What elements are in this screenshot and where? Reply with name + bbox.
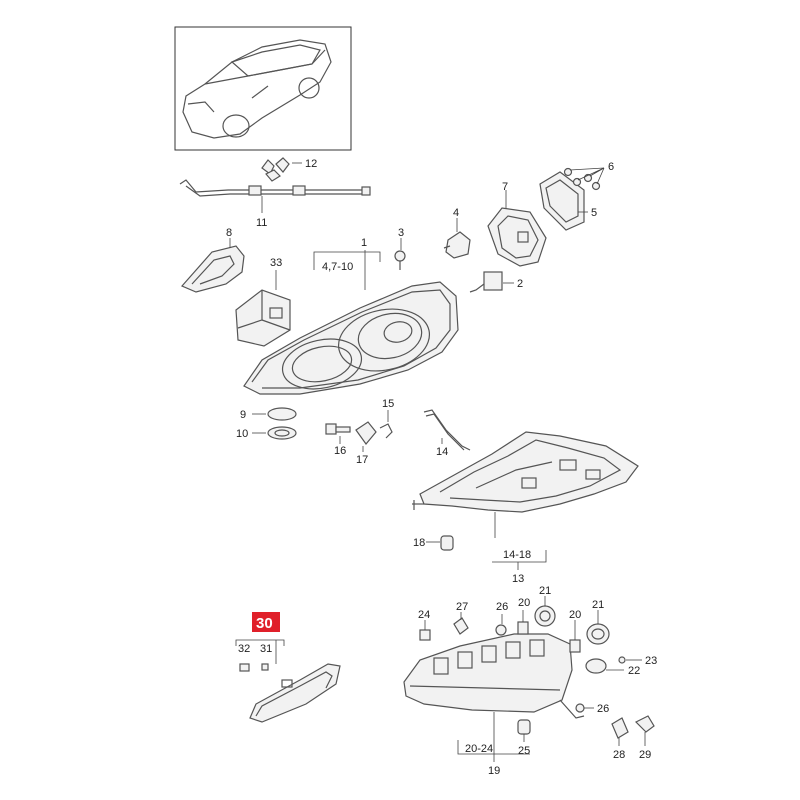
callout-1-range: 4,7-10 bbox=[322, 261, 353, 273]
part-14-rod: 14 bbox=[423, 409, 471, 458]
callout-19: 19 bbox=[488, 765, 500, 777]
callout-2: 2 bbox=[517, 278, 523, 290]
callout-21-upper: 21 bbox=[539, 585, 551, 597]
part-28-clip: 28 bbox=[611, 717, 629, 761]
callout-20-upper: 20 bbox=[518, 597, 530, 609]
callout-9: 9 bbox=[240, 409, 246, 421]
callout-8: 8 bbox=[226, 227, 232, 239]
callout-4: 4 bbox=[453, 207, 459, 219]
part-6-screws: 6 bbox=[563, 161, 614, 191]
part-20-bulb-lower: 20 bbox=[569, 609, 581, 653]
part-29-plug: 29 bbox=[634, 715, 655, 761]
callout-26-upper: 26 bbox=[496, 601, 508, 613]
callout-5: 5 bbox=[591, 207, 597, 219]
callout-18: 18 bbox=[413, 537, 425, 549]
callout-17: 17 bbox=[356, 454, 368, 466]
part-5-module: 5 bbox=[539, 171, 597, 231]
part-12-clips: 12 bbox=[261, 157, 317, 182]
part-13-carrier bbox=[412, 431, 639, 538]
part-4-motor: 4 bbox=[443, 207, 471, 259]
callout-11: 11 bbox=[256, 217, 267, 229]
part-20-bulb-upper: 20 bbox=[517, 597, 530, 635]
part-17-clip: 17 bbox=[355, 421, 377, 466]
part-27-bracket: 27 bbox=[453, 601, 469, 635]
callout-6: 6 bbox=[608, 161, 614, 173]
part-23-screw: 23 bbox=[618, 655, 657, 667]
part-24-clip: 24 bbox=[418, 609, 431, 641]
part-30-side-marker: 30 32 31 bbox=[235, 612, 341, 723]
callout-25: 25 bbox=[518, 745, 530, 757]
part-3-screw: 3 bbox=[394, 227, 406, 270]
callout-15: 15 bbox=[382, 398, 394, 410]
part-22-cap: 22 bbox=[585, 658, 640, 677]
callout-3: 3 bbox=[398, 227, 404, 239]
part-19-fog-lamp: 20-24 19 bbox=[403, 633, 585, 777]
callout-7: 7 bbox=[502, 181, 508, 193]
callout-24: 24 bbox=[418, 609, 430, 621]
callout-group-13: 14-18 13 bbox=[492, 549, 547, 585]
part-7-cover: 7 bbox=[487, 181, 547, 267]
part-9-seal: 9 bbox=[240, 407, 297, 421]
part-2-bulb: 2 bbox=[469, 271, 523, 293]
callout-13: 13 bbox=[512, 573, 524, 585]
callout-23: 23 bbox=[645, 655, 657, 667]
highlight-badge-30[interactable] bbox=[252, 612, 280, 632]
callout-29: 29 bbox=[639, 749, 651, 761]
callout-30: 30 bbox=[256, 615, 273, 632]
part-8-bracket: 8 bbox=[181, 227, 245, 293]
part-26-screw-upper: 26 bbox=[495, 601, 508, 636]
part-25-grommet: 25 bbox=[517, 719, 531, 757]
callout-27: 27 bbox=[456, 601, 468, 613]
part-18-grommet: 18 bbox=[413, 535, 454, 551]
vehicle-thumbnail bbox=[174, 26, 352, 151]
callout-21-lower: 21 bbox=[592, 599, 604, 611]
part-11-cable: 11 bbox=[179, 179, 371, 229]
callout-31: 31 bbox=[260, 643, 272, 655]
part-1-headlight: 1 4,7-10 bbox=[243, 237, 459, 395]
callout-19-range: 20-24 bbox=[465, 743, 493, 755]
callout-28: 28 bbox=[613, 749, 625, 761]
part-16-bolt: 16 bbox=[325, 423, 351, 457]
callout-26-lower: 26 bbox=[597, 703, 609, 715]
part-10-ring: 10 bbox=[236, 426, 297, 440]
callout-14: 14 bbox=[436, 446, 448, 458]
callout-13-range: 14-18 bbox=[503, 549, 531, 561]
part-15-spring-clip: 15 bbox=[379, 398, 394, 439]
callout-20-lower: 20 bbox=[569, 609, 581, 621]
part-26-screw-lower: 26 bbox=[575, 703, 609, 715]
callout-22: 22 bbox=[628, 665, 640, 677]
callout-1: 1 bbox=[361, 237, 367, 249]
callout-33: 33 bbox=[270, 257, 282, 269]
callout-12: 12 bbox=[305, 158, 317, 170]
callout-32: 32 bbox=[238, 643, 250, 655]
part-33-control-unit: 33 bbox=[235, 257, 291, 347]
callout-10: 10 bbox=[236, 428, 248, 440]
part-21-ring-upper: 21 bbox=[534, 585, 556, 627]
part-21-ring-lower: 21 bbox=[586, 599, 610, 645]
callout-16: 16 bbox=[334, 445, 346, 457]
